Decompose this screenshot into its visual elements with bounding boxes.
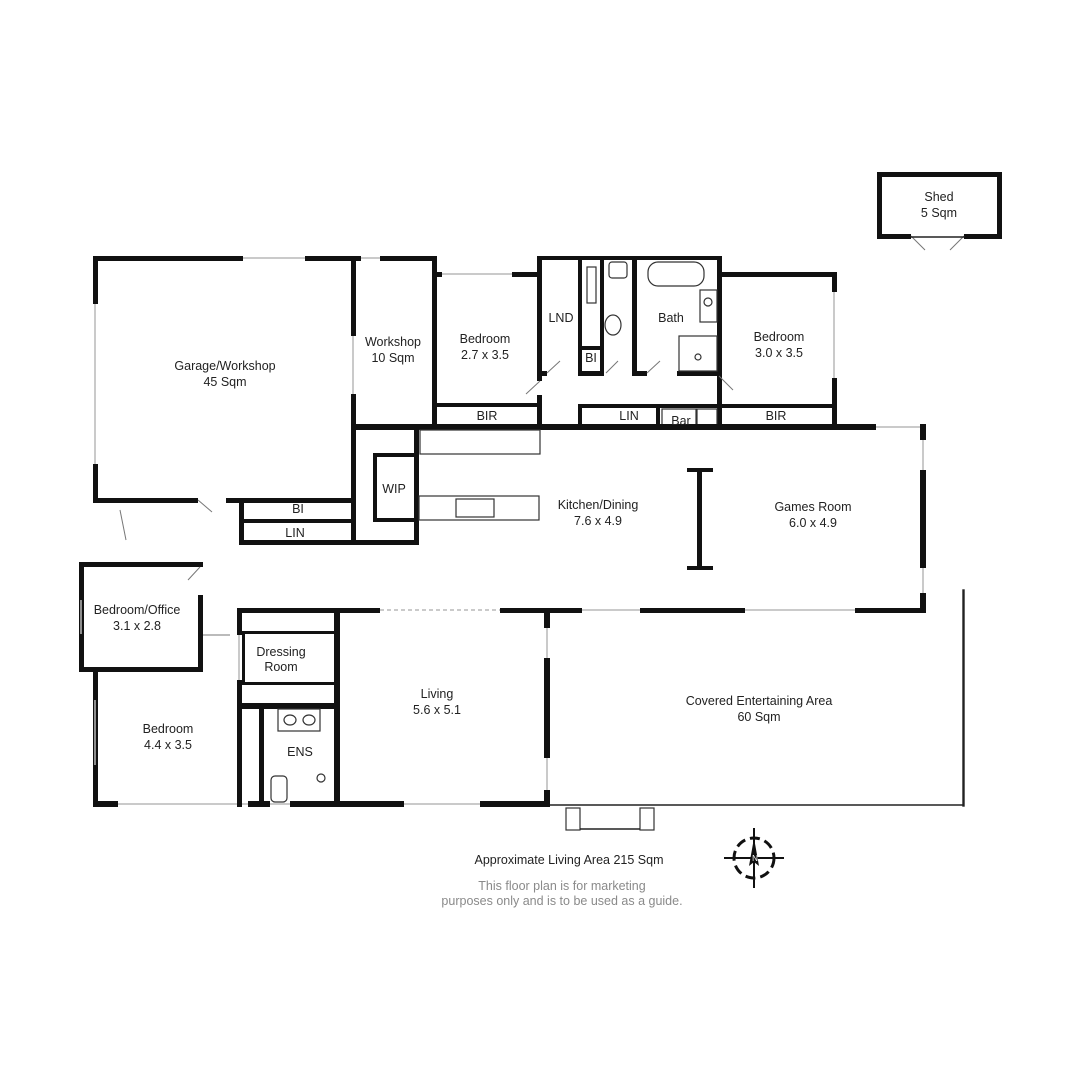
dressing-label-2: Room bbox=[264, 660, 297, 674]
covered-area-label: Covered Entertaining Area bbox=[686, 694, 833, 708]
garage-walls bbox=[93, 256, 419, 545]
shed-size: 5 Sqm bbox=[921, 206, 957, 220]
garage-label: Garage/Workshop bbox=[174, 359, 275, 373]
bir-b-label: BIR bbox=[766, 409, 787, 423]
wip-label: WIP bbox=[382, 482, 406, 496]
kitchen-size: 7.6 x 4.9 bbox=[574, 514, 622, 528]
games-label: Games Room bbox=[774, 500, 851, 514]
lin-garage-label: LIN bbox=[285, 526, 304, 540]
workshop-size: 10 Sqm bbox=[371, 351, 414, 365]
west-wing-walls bbox=[79, 509, 340, 807]
bir-a-label: BIR bbox=[477, 409, 498, 423]
bedroom-b-size: 3.0 x 3.5 bbox=[755, 346, 803, 360]
bi-garage-label: BI bbox=[292, 502, 304, 516]
compass-icon: N bbox=[724, 828, 784, 888]
lnd-label: LND bbox=[548, 311, 573, 325]
ens-label: ENS bbox=[287, 745, 313, 759]
dressing-label: Dressing bbox=[256, 645, 305, 659]
lin-a-label: LIN bbox=[619, 409, 638, 423]
workshop-label: Workshop bbox=[365, 335, 421, 349]
compass-letter: N bbox=[752, 854, 758, 863]
bedroom-b-label: Bedroom bbox=[754, 330, 805, 344]
bath-label: Bath bbox=[658, 311, 684, 325]
garage-size: 45 Sqm bbox=[203, 375, 246, 389]
office-label: Bedroom/Office bbox=[94, 603, 181, 617]
games-size: 6.0 x 4.9 bbox=[789, 516, 837, 530]
shed-label: Shed bbox=[924, 190, 953, 204]
bedroom-a-size: 2.7 x 3.5 bbox=[461, 348, 509, 362]
kitchen-label: Kitchen/Dining bbox=[558, 498, 639, 512]
bedroom-a-label: Bedroom bbox=[460, 332, 511, 346]
laundry-walls bbox=[537, 256, 637, 376]
disclaimer-line-1: This floor plan is for marketing bbox=[478, 879, 645, 893]
living-walls bbox=[237, 608, 550, 807]
office-size: 3.1 x 2.8 bbox=[113, 619, 161, 633]
bedroom-b-walls bbox=[578, 272, 837, 430]
main-walls bbox=[351, 424, 926, 613]
shed bbox=[877, 172, 1002, 251]
bath-walls bbox=[637, 256, 722, 376]
disclaimer-line-2: purposes only and is to be used as a gui… bbox=[441, 894, 682, 908]
bar-label: Bar bbox=[671, 414, 690, 428]
living-label: Living bbox=[421, 687, 454, 701]
bedroom-c-size: 4.4 x 3.5 bbox=[144, 738, 192, 752]
living-size: 5.6 x 5.1 bbox=[413, 703, 461, 717]
bedroom-c-label: Bedroom bbox=[143, 722, 194, 736]
bi-small-label: BI bbox=[585, 351, 597, 365]
covered-area-size: 60 Sqm bbox=[737, 710, 780, 724]
bedroom-a-walls bbox=[432, 256, 542, 429]
living-area-summary: Approximate Living Area 215 Sqm bbox=[475, 853, 664, 867]
covered-area-outline bbox=[550, 589, 965, 831]
